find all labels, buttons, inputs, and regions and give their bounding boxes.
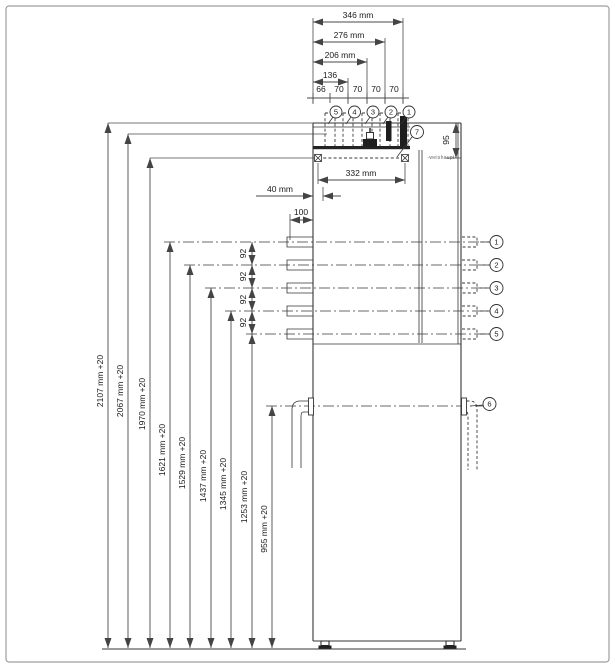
callout-4: 4	[352, 108, 356, 117]
lower-connection: 6	[266, 397, 497, 470]
dim-66: 66	[316, 84, 326, 94]
callout-right-1: 1	[494, 238, 498, 247]
dim-1437: 1437 mm +20	[198, 450, 208, 502]
flue-connector	[400, 116, 407, 146]
dim-40-group: 40 mm	[256, 184, 341, 201]
dim-1621: 1621 mm +20	[157, 424, 167, 476]
dim-1529: 1529 mm +20	[177, 437, 187, 489]
callout-7: 7	[415, 128, 419, 137]
dim-92b: 92	[238, 272, 248, 282]
stub-5	[324, 112, 336, 146]
dim-92c: 92	[238, 295, 248, 305]
dim-70d: 70	[389, 84, 399, 94]
dim-1253: 1253 mm +20	[239, 471, 249, 523]
dim-276: 276 mm	[334, 30, 365, 40]
callout-right-2: 2	[494, 261, 498, 270]
dim-1970: 1970 mm +20	[137, 378, 147, 430]
callout-2: 2	[389, 108, 393, 117]
foot-right	[443, 640, 457, 649]
dim-92d: 92	[238, 318, 248, 328]
top-dimension-stack: 346 mm 276 mm 206 mm 136 66 70 70 70 70	[307, 10, 409, 104]
callout-5: 5	[334, 108, 338, 117]
dim-92-stack: 92 92 92 92	[238, 242, 256, 334]
dim-70a: 70	[334, 84, 344, 94]
dim-2107: 2107 mm +20	[95, 355, 105, 407]
plate-screw-left	[314, 154, 322, 162]
safety-valve	[363, 128, 377, 147]
dim-100: 100	[294, 207, 308, 217]
page-border	[5, 5, 610, 663]
side-connections: 1 2 3 4 5	[164, 235, 504, 341]
plate-screw-right	[401, 154, 409, 162]
brand-logo: -weishaupt-	[427, 155, 456, 161]
dim-40: 40 mm	[267, 184, 293, 194]
dim-95-group: 95	[441, 123, 461, 159]
callout-3: 3	[371, 108, 375, 117]
dim-955: 955 mm +20	[259, 505, 269, 553]
callout-6: 6	[487, 400, 491, 409]
dim-332-group: 332 mm	[317, 163, 406, 184]
callout-right-5: 5	[494, 330, 498, 339]
callout-right-4: 4	[494, 307, 498, 316]
connection-plate-edge	[313, 146, 410, 150]
dim-100-group: 100	[289, 207, 313, 240]
callout-right-3: 3	[494, 284, 498, 293]
top-connection-stubs	[324, 112, 409, 147]
dim-346: 346 mm	[343, 10, 374, 20]
dim-1345: 1345 mm +20	[218, 458, 228, 510]
stub-1	[397, 112, 409, 146]
dim-92a: 92	[238, 249, 248, 259]
height-dimension-stack: 2107 mm +20 2067 mm +20 1970 mm +20 1621…	[95, 122, 466, 650]
callout-7-group: 7	[396, 125, 424, 158]
dim-2067: 2067 mm +20	[115, 365, 125, 417]
dim-136: 136	[323, 70, 337, 80]
stub-4	[342, 112, 354, 146]
callout-1: 1	[407, 108, 411, 117]
dim-206: 206 mm	[325, 50, 356, 60]
left-pipes	[286, 236, 313, 340]
top-callouts: 5 4 3 2 1	[327, 105, 416, 125]
fitting-2	[386, 121, 392, 141]
dim-70c: 70	[371, 84, 381, 94]
dim-332: 332 mm	[346, 168, 377, 178]
right-hidden-stubs	[462, 236, 478, 340]
right-callouts: 1 2 3 4 5	[480, 235, 504, 341]
dim-70b: 70	[353, 84, 363, 94]
dim-95: 95	[441, 135, 451, 145]
foot-left	[318, 640, 332, 649]
unit-body	[312, 122, 462, 649]
